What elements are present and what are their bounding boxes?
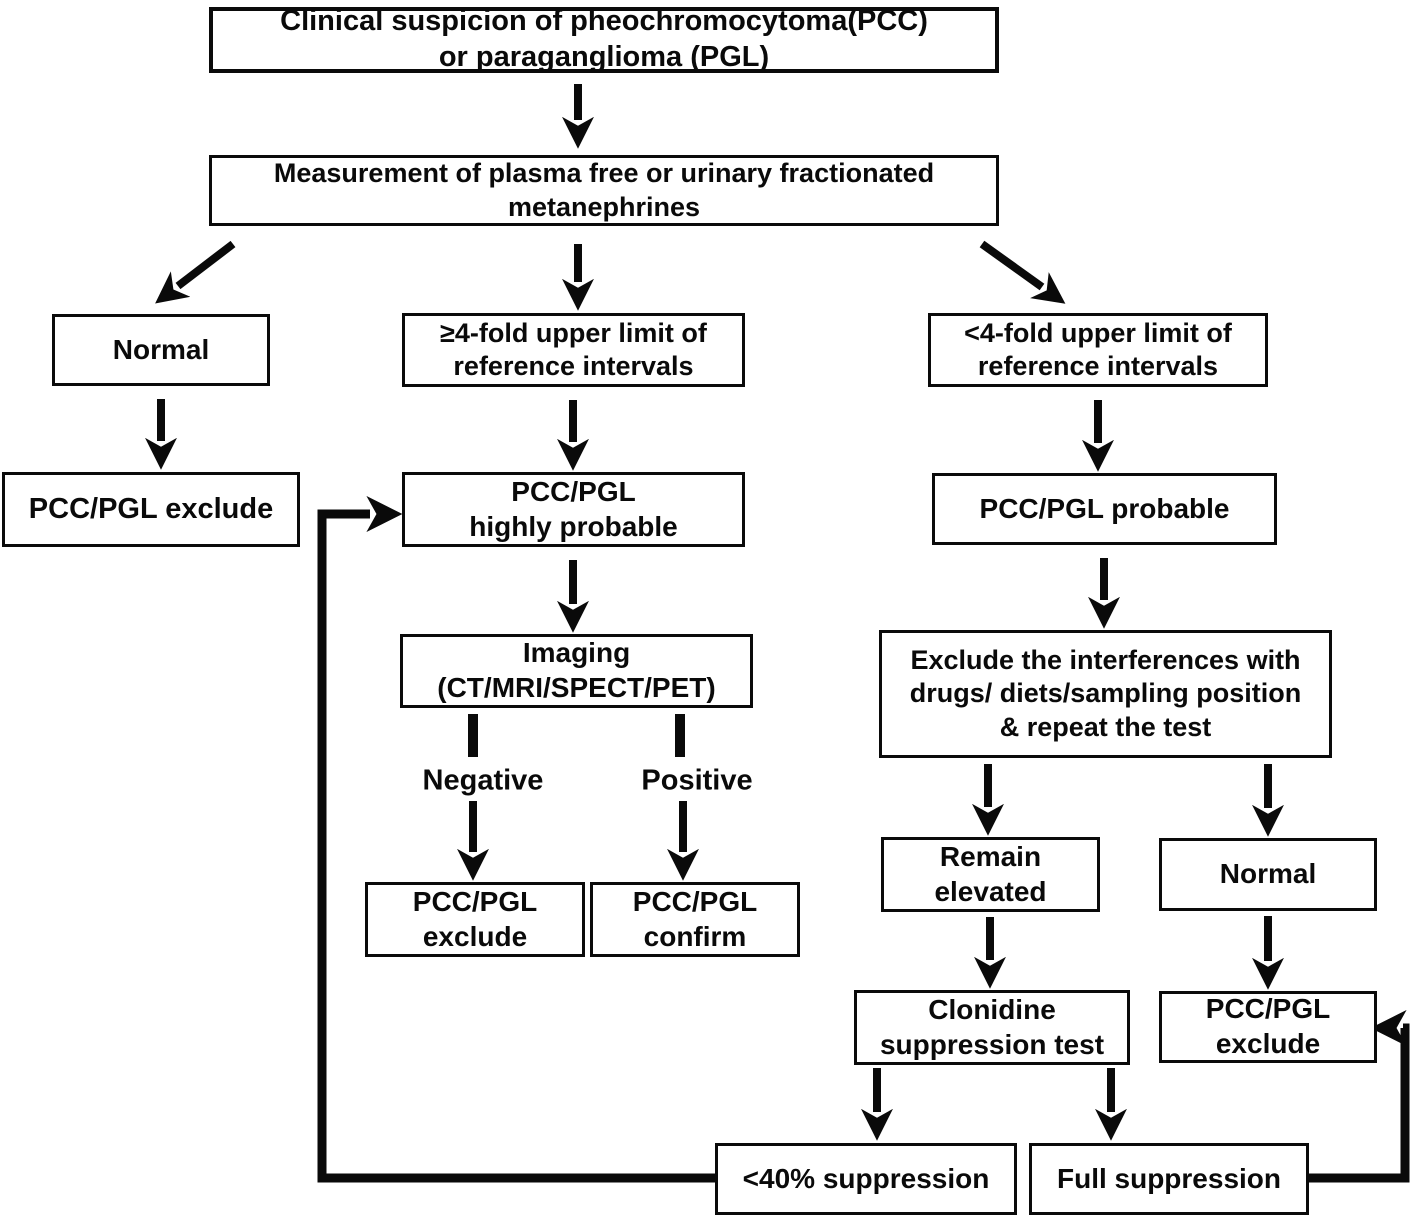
node-full-suppression: Full suppression — [1029, 1143, 1309, 1215]
node-text: Measurement of plasma free or urinary fr… — [273, 158, 935, 189]
node-probable: PCC/PGL probable — [932, 473, 1277, 545]
node-text: (CT/MRI/SPECT/PET) — [437, 672, 716, 703]
node-remain-elevated: Remain elevated — [881, 837, 1100, 912]
node-imaging: Imaging (CT/MRI/SPECT/PET) — [400, 634, 753, 708]
node-normal-right: Normal — [1159, 838, 1377, 911]
node-confirm: PCC/PGL confirm — [590, 882, 800, 957]
node-text: or paraganglioma (PGL) — [438, 41, 770, 73]
edge-label-positive: Positive — [641, 764, 753, 797]
node-text: PCC/PGL — [511, 475, 636, 507]
node-clonidine: Clonidine suppression test — [854, 990, 1130, 1065]
node-ge-4fold: ≥4-fold upper limit of reference interva… — [402, 313, 745, 387]
node-text: Full suppression — [1056, 1162, 1282, 1194]
node-clinical-suspicion: Clinical suspicion of pheochromocytoma(P… — [209, 5, 999, 73]
node-text: PCC/PGL — [632, 885, 758, 917]
node-text: Exclude the interferences with — [910, 644, 1301, 675]
node-text: reference intervals — [453, 351, 694, 381]
node-text: PCC/PGL — [412, 885, 538, 917]
node-text: PCC/PGL probable — [979, 492, 1230, 524]
edge-label-negative: Negative — [422, 764, 544, 797]
node-lt40-suppression: <40% suppression — [715, 1143, 1017, 1215]
node-text: Normal — [112, 333, 210, 365]
arrow-measurement-to-lt4fold — [979, 240, 1066, 304]
node-text: confirm — [643, 920, 747, 952]
node-exclude-interferences: Exclude the interferences with drugs/ di… — [879, 630, 1332, 758]
node-text: elevated — [934, 875, 1047, 907]
node-text: suppression test — [879, 1028, 1105, 1060]
node-text: Clonidine — [928, 993, 1056, 1025]
arrow-measurement-to-normal — [155, 240, 236, 304]
feedback-full-to-exclude-right — [1309, 1010, 1410, 1183]
node-text: reference intervals — [977, 351, 1219, 381]
node-highly-probable: PCC/PGL highly probable — [402, 472, 745, 547]
node-text: Remain — [939, 840, 1042, 872]
node-text: PCC/PGL exclude — [28, 492, 274, 525]
node-text: drugs/ diets/sampling position — [909, 678, 1302, 709]
node-text: <40% suppression — [742, 1162, 990, 1194]
node-text: <4-fold upper limit of — [964, 317, 1232, 348]
node-text: highly probable — [469, 510, 678, 542]
node-normal-left: Normal — [52, 314, 270, 386]
node-exclude-right: PCC/PGL exclude — [1159, 991, 1377, 1063]
node-text: ≥4-fold upper limit of — [440, 317, 707, 348]
node-exclude-left: PCC/PGL exclude — [2, 472, 300, 547]
node-lt-4fold: <4-fold upper limit of reference interva… — [928, 313, 1268, 387]
node-text: metanephrines — [507, 191, 701, 222]
node-text: exclude — [422, 920, 528, 952]
feedback-lt40-to-highly-probable — [317, 496, 715, 1183]
node-text: exclude — [1215, 1028, 1321, 1059]
node-text: PCC/PGL — [1205, 993, 1331, 1025]
node-text: Clinical suspicion of pheochromocytoma(P… — [280, 5, 928, 38]
node-measurement: Measurement of plasma free or urinary fr… — [209, 155, 999, 226]
node-text: Imaging — [522, 637, 631, 669]
node-text: & repeat the test — [999, 711, 1212, 742]
node-exclude-mid: PCC/PGL exclude — [365, 882, 585, 957]
node-text: Normal — [1219, 858, 1317, 890]
